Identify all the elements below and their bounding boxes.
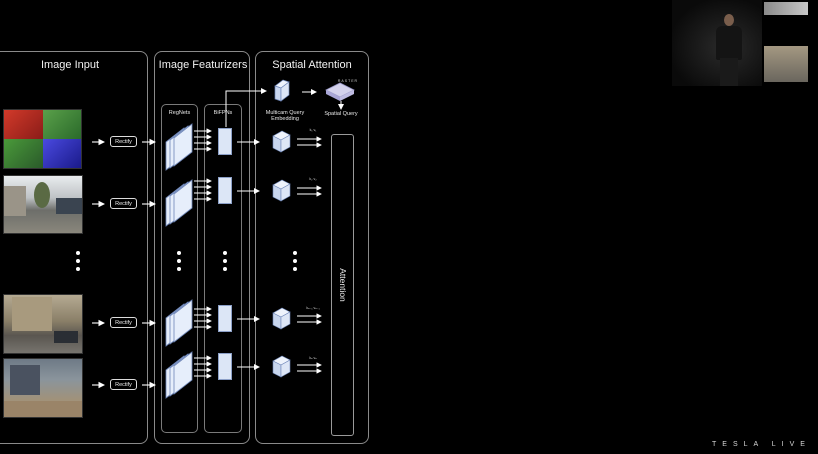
camera-image-row-1-tinted [3,109,82,169]
layered-stack-icon [173,179,193,223]
tint-green-quadrant [42,110,81,139]
layered-stack-icon [173,123,193,167]
background-screen-bottom [764,46,808,82]
spatial-attention-panel [255,51,369,444]
bifpns-column [204,104,242,433]
regnet-stack-row-4 [165,351,193,399]
regnet-stack-row-2 [165,179,193,227]
raster-label: RASTER [337,79,359,83]
rectify-button-row-4: Rectify [110,379,137,390]
bifpn-block-row-4 [218,353,232,380]
rectify-button-row-1: Rectify [110,136,137,147]
regnet-bifpn-arrows [194,128,212,379]
speaker-body [716,26,742,60]
image-featurizers-title: Image Featurizers [158,59,248,71]
building-left [4,186,26,216]
tesla-live-brand: TESLA LIVE [712,441,811,448]
tint-red-quadrant [4,110,43,139]
bifpns-label: BiFPNs [213,110,233,116]
camera-image-row-3 [3,294,83,354]
regnet-stack-row-1 [165,123,193,171]
multicam-query-embedding-label: Multicam Query Embedding [265,110,305,123]
multicam-query-embedding-icon [274,79,290,102]
speaker-legs [720,58,738,86]
cube-attention-arrows [297,136,322,374]
cube-row-1 [272,130,291,153]
background-screen-top [764,2,808,15]
tint-green-quadrant-2 [4,139,43,168]
speaker-head [724,14,734,26]
cube-icon [280,359,291,378]
speaker-video-inset [672,0,762,86]
regnet-stack-row-3 [165,299,193,347]
grid-plane-icon [325,82,355,101]
cube-icon [280,183,291,202]
building-shape [12,297,52,331]
car-shape [54,331,78,343]
cube-icon [280,134,291,153]
kv-label-row-2: k₂ v₂ [309,177,317,181]
spatial-query-label: Spatial Query [324,111,358,117]
image-featurizers-panel [154,51,250,444]
kv-label-row-1: k₁ v₁ [309,128,317,132]
cube-row-4 [272,355,291,378]
bifpn-cube-arrows [237,139,260,370]
image-input-title: Image Input [40,59,100,71]
cube-row-2 [272,179,291,202]
bifpn-block-row-3 [218,305,232,332]
ellipsis-dots-regnets [177,251,181,275]
ellipsis-dots-attention [293,251,297,275]
rectify-button-row-2: Rectify [110,198,137,209]
image-input-panel [0,51,148,444]
tint-blue-quadrant [42,139,81,168]
layered-stack-icon [173,351,193,395]
camera-image-row-4 [3,358,83,418]
ellipsis-dots-input [76,251,80,275]
rectify-button-row-3: Rectify [110,317,137,328]
tree-shape [34,182,50,208]
kv-label-row-4: kₙ vₙ [309,356,317,360]
bifpn-block-row-1 [218,128,232,155]
cube-row-3 [272,307,291,330]
bus-shape [56,198,82,214]
query-feed-path [225,88,267,127]
spatial-attention-title: Spatial Attention [272,59,352,71]
regnets-label: RegNets [168,110,191,116]
kv-label-row-3: kₙ₋₁ vₙ₋₁ [306,306,320,310]
attention-block: Attention [331,134,354,436]
input-arrows [92,138,157,389]
scaffold-shape [10,365,40,395]
ellipsis-dots-bifpns [223,251,227,275]
camera-image-row-2 [3,175,83,234]
cube-icon [280,311,291,330]
road-shape [4,401,82,417]
bifpn-block-row-2 [218,177,232,204]
layered-stack-icon [173,299,193,343]
regnets-column [161,104,198,433]
